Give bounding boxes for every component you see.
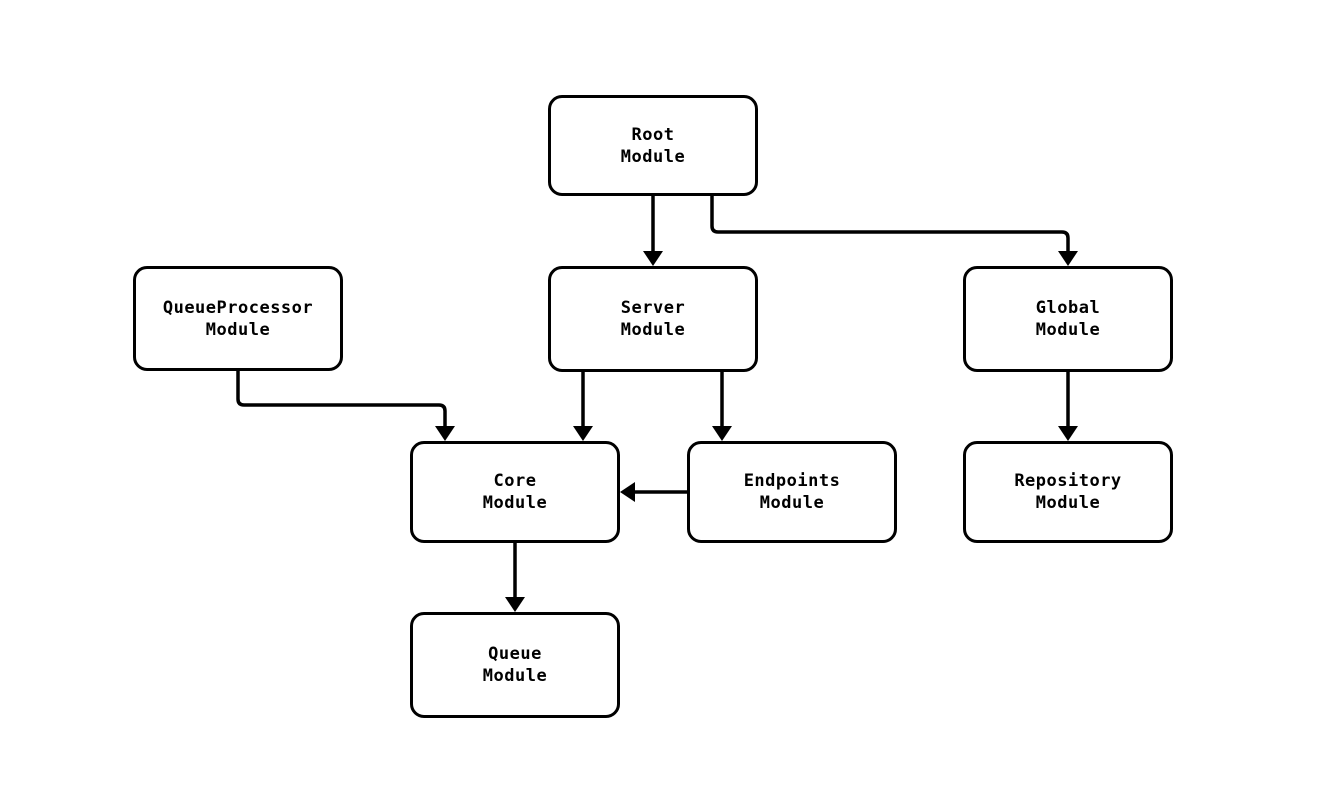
node-server-module-line1: Server: [620, 298, 686, 318]
node-repository-module-line2: Module: [1035, 493, 1101, 513]
node-queueprocessor-module[interactable]: QueueProcessor Module: [133, 266, 343, 371]
node-server-module[interactable]: Server Module: [548, 266, 758, 372]
node-global-module-line1: Global: [1035, 298, 1101, 318]
edge-server-to-core: [573, 372, 593, 441]
node-repository-module-line1: Repository: [1014, 471, 1122, 491]
edge-queueprocessor-to-core: [236, 371, 455, 441]
node-queueprocessor-module-line2: Module: [205, 319, 271, 340]
node-endpoints-module-line1: Endpoints: [743, 471, 841, 491]
node-repository-module[interactable]: Repository Module: [963, 441, 1173, 543]
node-root-module[interactable]: Root Module: [548, 95, 758, 196]
edge-core-to-queue: [505, 543, 525, 612]
edge-global-to-repository: [1058, 372, 1078, 441]
node-queue-module-line2: Module: [482, 666, 548, 686]
node-core-module-line1: Core: [493, 471, 537, 491]
edge-server-to-endpoints: [712, 372, 732, 441]
node-core-module-line2: Module: [482, 493, 548, 513]
node-queue-module[interactable]: Queue Module: [410, 612, 620, 718]
node-root-module-line1: Root: [631, 124, 675, 145]
node-endpoints-module-line2: Module: [759, 493, 825, 513]
edge-root-to-global: [710, 196, 1078, 266]
node-queue-module-line1: Queue: [488, 644, 542, 664]
edge-endpoints-to-core: [620, 482, 687, 502]
node-global-module[interactable]: Global Module: [963, 266, 1173, 372]
node-global-module-line2: Module: [1035, 320, 1101, 340]
node-root-module-line2: Module: [620, 146, 686, 167]
node-queueprocessor-module-line1: QueueProcessor: [162, 297, 314, 318]
node-server-module-line2: Module: [620, 320, 686, 340]
edge-root-to-server: [643, 196, 663, 266]
node-endpoints-module[interactable]: Endpoints Module: [687, 441, 897, 543]
node-core-module[interactable]: Core Module: [410, 441, 620, 543]
